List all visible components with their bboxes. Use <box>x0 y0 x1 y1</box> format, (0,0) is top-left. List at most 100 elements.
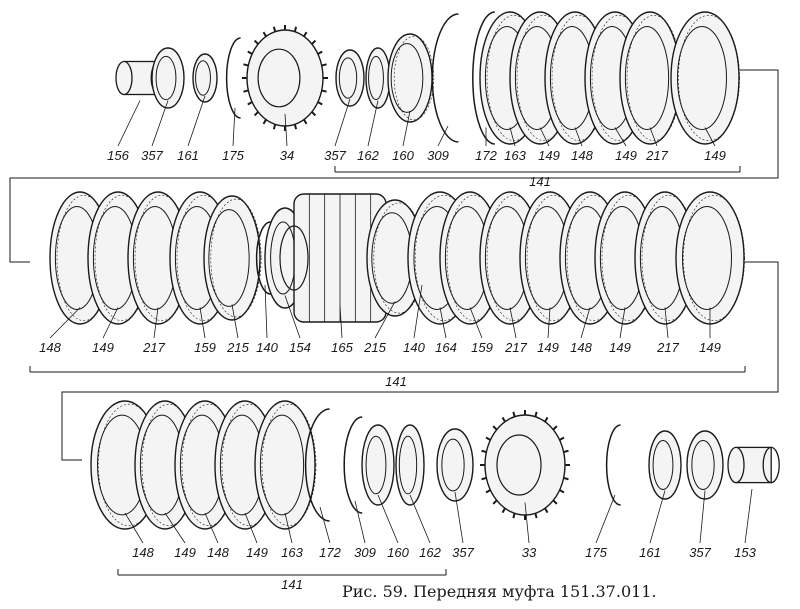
leader-line <box>402 110 411 147</box>
part-number-label: 172 <box>319 545 341 560</box>
leader-line <box>539 127 550 147</box>
part-row1-7 <box>387 33 435 123</box>
part-number-label: 217 <box>504 340 527 355</box>
leader-line <box>354 500 366 544</box>
part-number-label: 140 <box>256 340 278 355</box>
parts-layer <box>49 11 780 530</box>
friction-disc-icon <box>203 195 261 321</box>
part-number-label: 148 <box>571 148 593 163</box>
friction-disc-icon <box>254 400 316 530</box>
part-number-label: 149 <box>246 545 268 560</box>
leader-line <box>319 506 331 544</box>
leader-line <box>547 307 551 339</box>
part-row2-8 <box>366 199 425 317</box>
part-number-label: 159 <box>471 340 493 355</box>
leader-line <box>187 95 206 147</box>
leader-line <box>232 107 236 147</box>
part-number-label: 161 <box>177 148 199 163</box>
part-number-label: 34 <box>280 148 294 163</box>
part-row1-2 <box>192 53 218 103</box>
snap-ring-icon <box>605 424 621 506</box>
part-row1-3 <box>225 37 241 119</box>
part-row3-5 <box>304 408 330 522</box>
leader-lines-layer <box>49 95 753 544</box>
leader-line <box>469 307 483 339</box>
leader-line <box>204 512 219 544</box>
part-number-label: 357 <box>689 545 711 560</box>
ring-icon <box>361 424 395 506</box>
ring-icon <box>395 424 425 506</box>
leader-line <box>614 127 627 147</box>
part-number-label: 217 <box>656 340 679 355</box>
part-number-label: 309 <box>427 148 449 163</box>
part-row1-4 <box>242 25 328 131</box>
leader-line <box>704 127 716 147</box>
leader-line <box>231 304 239 339</box>
leader-line <box>151 100 169 147</box>
part-number-label: 149 <box>174 545 196 560</box>
part-number-label: 165 <box>331 340 353 355</box>
leader-line <box>199 307 206 339</box>
part-number-label: 149 <box>615 148 637 163</box>
part-number-label: 161 <box>639 545 661 560</box>
part-number-label: 33 <box>522 545 537 560</box>
leader-line <box>377 494 399 544</box>
part-row1-1 <box>151 47 185 109</box>
friction-disc-icon <box>387 33 433 123</box>
leader-line <box>439 307 447 339</box>
part-number-label: 149 <box>704 148 726 163</box>
part-number-label: 162 <box>357 148 379 163</box>
leader-line <box>524 502 530 544</box>
part-number-label: 149 <box>609 340 631 355</box>
leader-line <box>374 301 396 339</box>
group-label-row3: 141 <box>281 577 303 592</box>
part-number-label: 175 <box>585 545 607 560</box>
part-number-label: 172 <box>475 148 497 163</box>
part-number-label: 153 <box>734 545 756 560</box>
part-number-label: 149 <box>537 340 559 355</box>
part-number-label: 148 <box>570 340 592 355</box>
leader-line <box>102 307 119 339</box>
ring-icon <box>436 428 474 502</box>
part-number-label: 160 <box>392 148 414 163</box>
part-number-label: 159 <box>194 340 216 355</box>
leader-line <box>454 491 464 544</box>
part-number-label: 154 <box>289 340 311 355</box>
group-label-row2: 141 <box>385 374 407 389</box>
leader-line <box>664 307 669 339</box>
snap-ring-icon <box>472 11 495 145</box>
leader-line <box>244 512 258 544</box>
leader-line <box>574 127 583 147</box>
row-connector <box>9 69 779 263</box>
part-row1-5 <box>335 49 365 107</box>
part-number-label: 309 <box>354 545 376 560</box>
part-row3-12 <box>648 430 682 500</box>
leader-line <box>339 305 343 339</box>
part-number-label: 217 <box>645 148 668 163</box>
leader-line <box>509 127 516 147</box>
leader-line <box>367 100 379 147</box>
part-row1-9 <box>472 11 495 145</box>
leader-line <box>284 295 301 339</box>
leader-line <box>124 512 144 544</box>
leader-line <box>619 307 626 339</box>
part-number-label: 148 <box>207 545 229 560</box>
leader-line <box>649 127 658 147</box>
leader-line <box>284 113 288 147</box>
part-row1-8 <box>431 13 459 143</box>
part-number-label: 217 <box>142 340 165 355</box>
part-number-label: 149 <box>92 340 114 355</box>
part-row3-4 <box>254 400 317 530</box>
part-row3-7 <box>361 424 395 506</box>
ring-icon <box>335 49 365 107</box>
ring-icon <box>192 53 218 103</box>
part-number-label: 162 <box>419 545 441 560</box>
part-row2-5 <box>255 221 271 295</box>
part-number-label: 164 <box>435 340 457 355</box>
part-row3-8 <box>395 424 425 506</box>
leader-line <box>509 307 517 339</box>
part-row2-4 <box>203 195 262 321</box>
snap-ring-icon <box>225 37 241 119</box>
part-number-label: 148 <box>132 545 154 560</box>
